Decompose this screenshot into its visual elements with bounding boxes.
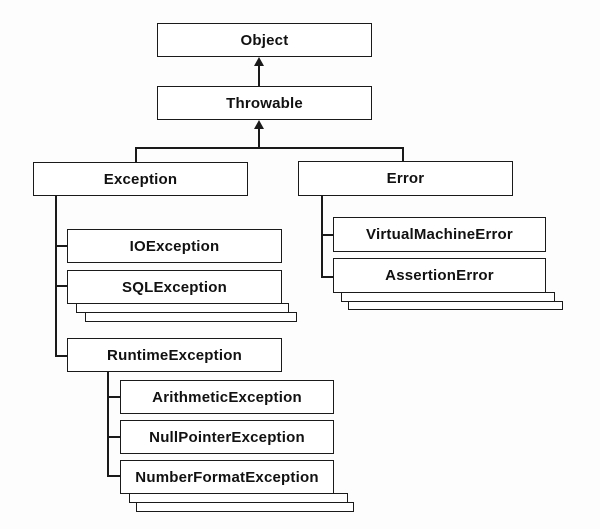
node-arithmeticexception: ArithmeticException [120, 380, 334, 414]
node-sqlexception: SQLException [67, 270, 282, 304]
node-runtimeexception: RuntimeException [67, 338, 282, 372]
arrow-up-icon [254, 57, 264, 66]
edge-sqlexception-line [55, 285, 68, 287]
sqlexception-more-stack [85, 312, 297, 322]
edge-exception-branch-line [135, 147, 137, 162]
runtime-children-trunk-line [107, 372, 109, 477]
numberformatexception-more-stack [136, 502, 354, 512]
edge-throwable-to-object-line [258, 60, 260, 86]
node-exception: Exception [33, 162, 248, 196]
assertionerror-more-stack [348, 301, 563, 310]
node-object: Object [157, 23, 372, 57]
edge-virtualmachineerror-line [321, 234, 334, 236]
node-nullpointerexception: NullPointerException [120, 420, 334, 454]
edge-arithmeticexception-line [107, 396, 121, 398]
exception-children-trunk-line [55, 196, 57, 357]
arrow-up-icon [254, 120, 264, 129]
branch-horizontal-line [135, 147, 404, 149]
edge-ioexception-line [55, 245, 68, 247]
edge-assertionerror-line [321, 276, 334, 278]
node-assertionerror: AssertionError [333, 258, 546, 293]
edge-error-branch-line [402, 147, 404, 161]
node-ioexception: IOException [67, 229, 282, 263]
node-numberformatexception: NumberFormatException [120, 460, 334, 494]
node-error: Error [298, 161, 513, 196]
numberformatexception-more-stack [129, 493, 348, 503]
node-throwable: Throwable [157, 86, 372, 120]
node-virtualmachineerror: VirtualMachineError [333, 217, 546, 252]
error-children-trunk-line [321, 196, 323, 278]
edge-runtimeexception-line [55, 355, 68, 357]
sqlexception-more-stack [76, 303, 289, 313]
edge-branch-to-throwable-line [258, 123, 260, 148]
assertionerror-more-stack [341, 292, 555, 302]
edge-numberformatexception-line [107, 475, 121, 477]
edge-nullpointerexception-line [107, 436, 121, 438]
